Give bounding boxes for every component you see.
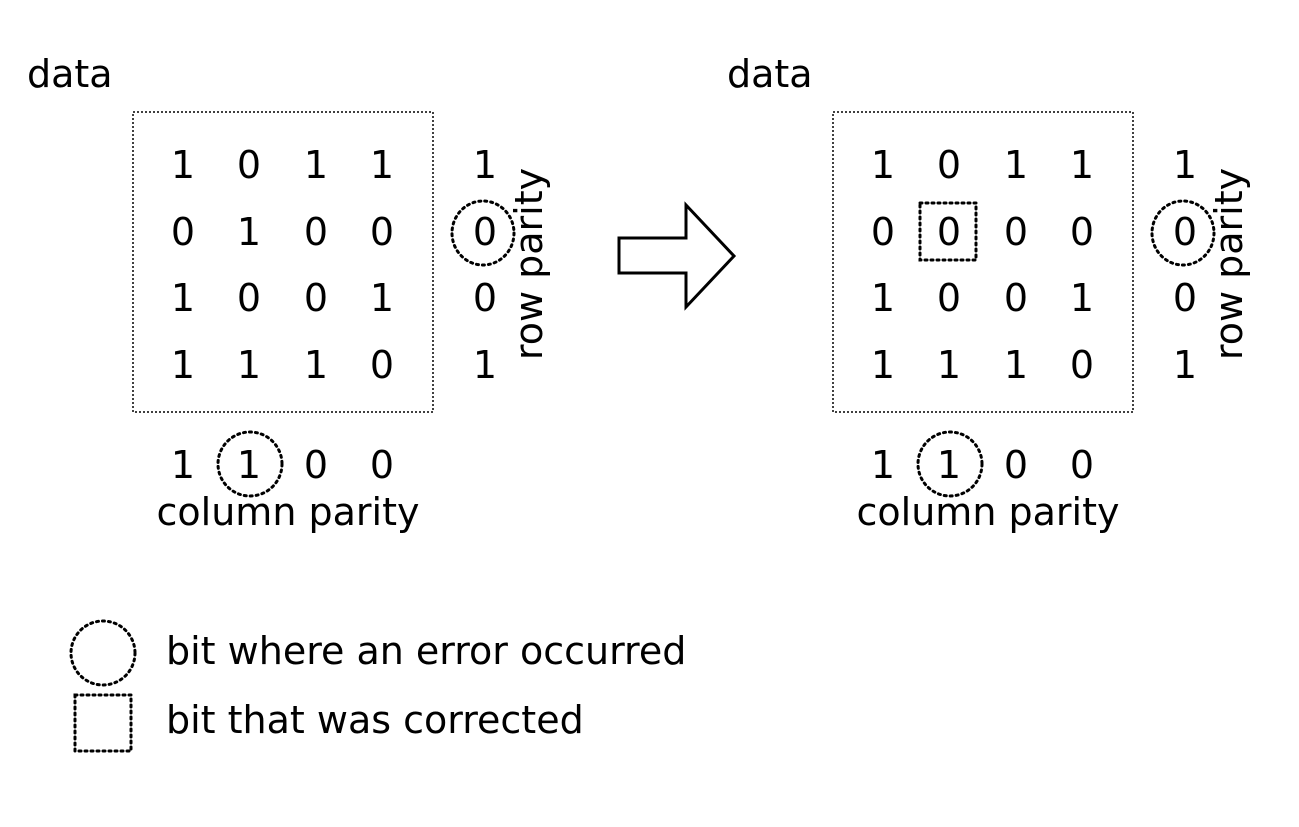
right-col-parity-bit-3: 0 (1004, 443, 1028, 487)
right-bit-r3c1: 1 (871, 276, 895, 320)
left-bit-r1c3: 1 (304, 143, 328, 187)
left-row-parity-label: row parity (507, 168, 551, 360)
right-row-error-marker (1150, 199, 1216, 267)
legend-error-label: bit where an error occurred (166, 629, 686, 673)
left-bit-r3c1: 1 (171, 276, 195, 320)
right-bit-r2c3: 0 (1004, 210, 1028, 254)
corrected-marker-icon (73, 693, 133, 753)
left-column-parity-label: column parity (157, 490, 420, 534)
left-row-parity: 1 0 0 1 (473, 143, 497, 387)
right-bit-r4c3: 1 (1004, 343, 1028, 387)
right-row-parity-bit-2: 0 (1173, 210, 1197, 254)
right-bit-r1c1: 1 (871, 143, 895, 187)
right-bit-r4c4: 0 (1070, 343, 1094, 387)
right-arrow-icon (617, 201, 737, 311)
left-bit-r4c2: 1 (237, 343, 261, 387)
legend: bit where an error occurred bit that was… (69, 619, 686, 753)
left-col-parity-bit-3: 0 (304, 443, 328, 487)
left-row-parity-bit-3: 0 (473, 276, 497, 320)
left-bit-r3c4: 1 (370, 276, 394, 320)
right-bit-r3c2: 0 (937, 276, 961, 320)
legend-corrected-label: bit that was corrected (166, 698, 584, 742)
left-bit-r2c4: 0 (370, 210, 394, 254)
error-marker-icon (69, 619, 137, 687)
right-data-grid: 1 0 1 1 0 0 0 0 1 0 0 1 1 1 1 0 (871, 143, 1094, 387)
left-row-parity-bit-1: 1 (473, 143, 497, 187)
left-panel-title: data (27, 52, 113, 96)
right-column-parity: 1 1 0 0 (871, 443, 1094, 487)
left-bit-r1c2: 0 (237, 143, 261, 187)
left-bit-r4c3: 1 (304, 343, 328, 387)
left-bit-r4c4: 0 (370, 343, 394, 387)
right-bit-r2c4: 0 (1070, 210, 1094, 254)
right-row-parity-bit-3: 0 (1173, 276, 1197, 320)
left-bit-r1c4: 1 (370, 143, 394, 187)
left-column-error-marker (216, 430, 284, 498)
right-row-parity-bit-1: 1 (1173, 143, 1197, 187)
right-bit-r1c2: 0 (937, 143, 961, 187)
right-bit-r2c1: 0 (871, 210, 895, 254)
left-data-grid: 1 0 1 1 0 1 0 0 1 0 0 1 1 1 1 0 (171, 143, 394, 387)
right-bit-r4c2: 1 (937, 343, 961, 387)
right-row-parity-label: row parity (1207, 168, 1251, 360)
right-bit-r1c3: 1 (1004, 143, 1028, 187)
right-panel-title: data (727, 52, 813, 96)
right-col-parity-bit-2: 1 (937, 443, 961, 487)
right-panel: data 1 0 1 1 0 0 0 0 1 0 0 1 1 1 1 0 1 0… (727, 52, 1251, 534)
right-data-box (832, 111, 1134, 413)
left-data-box (132, 111, 434, 413)
left-bit-r2c1: 0 (171, 210, 195, 254)
right-column-parity-label: column parity (857, 490, 1120, 534)
right-bit-r3c4: 1 (1070, 276, 1094, 320)
left-col-parity-bit-4: 0 (370, 443, 394, 487)
left-col-parity-bit-1: 1 (171, 443, 195, 487)
left-bit-r1c1: 1 (171, 143, 195, 187)
right-column-error-marker (916, 430, 984, 498)
right-bit-r3c3: 0 (1004, 276, 1028, 320)
left-bit-r3c2: 0 (237, 276, 261, 320)
left-row-error-marker (450, 199, 516, 267)
left-bit-r3c3: 0 (304, 276, 328, 320)
left-row-parity-bit-2: 0 (473, 210, 497, 254)
left-row-parity-bit-4: 1 (473, 343, 497, 387)
right-row-parity-bit-4: 1 (1173, 343, 1197, 387)
right-corrected-bit-marker (918, 201, 978, 262)
right-bit-r4c1: 1 (871, 343, 895, 387)
right-bit-r2c2: 0 (937, 210, 961, 254)
right-col-parity-bit-1: 1 (871, 443, 895, 487)
right-col-parity-bit-4: 0 (1070, 443, 1094, 487)
left-bit-r2c3: 0 (304, 210, 328, 254)
left-col-parity-bit-2: 1 (237, 443, 261, 487)
left-bit-r2c2: 1 (237, 210, 261, 254)
right-bit-r1c4: 1 (1070, 143, 1094, 187)
left-bit-r4c1: 1 (171, 343, 195, 387)
left-column-parity: 1 1 0 0 (171, 443, 394, 487)
left-panel: data 1 0 1 1 0 1 0 0 1 0 0 1 1 1 1 0 1 0… (27, 52, 551, 534)
right-row-parity: 1 0 0 1 (1173, 143, 1197, 387)
